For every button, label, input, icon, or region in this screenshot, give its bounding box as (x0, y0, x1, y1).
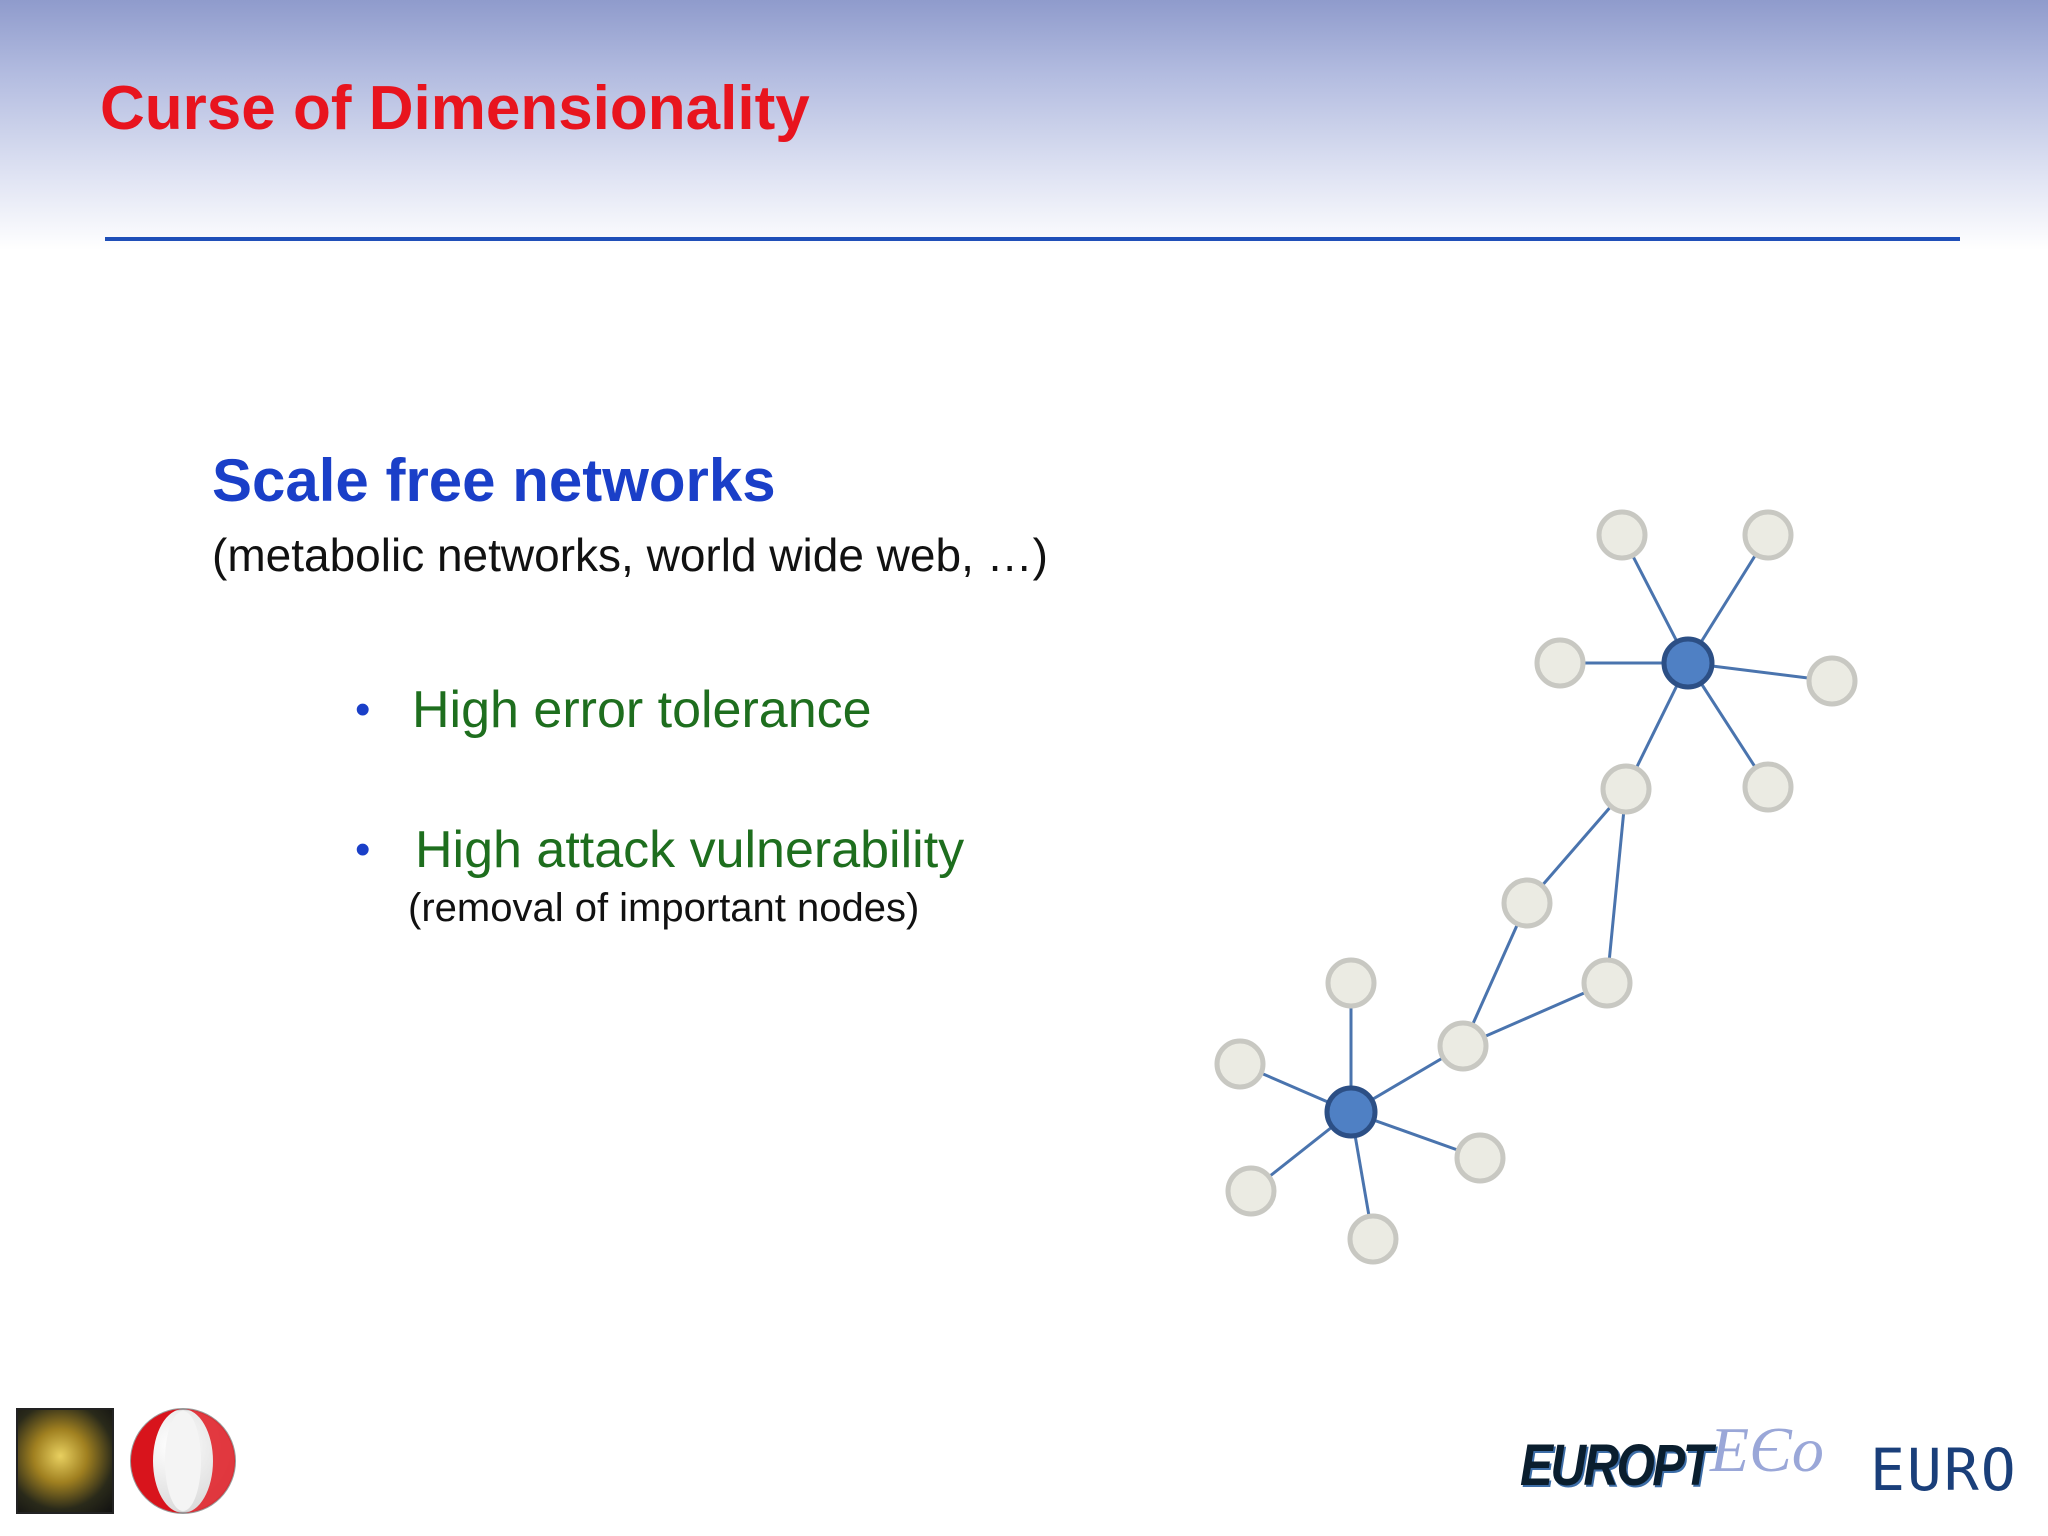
bullet-text: High error tolerance (412, 681, 872, 739)
header-band (0, 0, 2048, 250)
hub-node (1661, 636, 1715, 690)
network-node (1581, 957, 1633, 1009)
network-node (1225, 1165, 1277, 1217)
network-node (1214, 1038, 1266, 1090)
bullet-text: High attack vulnerability (415, 821, 965, 879)
bullet-note: (removal of important nodes) (408, 886, 920, 930)
hub-node (1324, 1085, 1378, 1139)
edge (1461, 902, 1529, 1047)
network-node (1534, 637, 1586, 689)
section-heading: Scale free networks (212, 447, 776, 514)
network-node (1501, 877, 1553, 929)
slide-title: Curse of Dimensionality (100, 74, 810, 143)
network-node (1600, 763, 1652, 815)
network-node (1454, 1132, 1506, 1184)
europt-logo: EUROPT (1520, 1433, 1713, 1498)
network-nodes (1214, 509, 1858, 1265)
network-node (1742, 509, 1794, 561)
examples-text: (metabolic networks, world wide web, …) (212, 529, 1048, 581)
edge (1462, 981, 1608, 1048)
network-node (1596, 509, 1648, 561)
network-node (1806, 655, 1858, 707)
network-node (1347, 1213, 1399, 1265)
network-node (1437, 1020, 1489, 1072)
edge (1605, 788, 1628, 984)
network-node (1325, 957, 1377, 1009)
euro-working-group-logo: EЄo (1710, 1414, 1824, 1485)
euro-logo: EURO (1870, 1436, 2018, 1504)
sphere-logo (130, 1408, 236, 1514)
title-rule (105, 237, 1960, 241)
network-node (1742, 761, 1794, 813)
emblem-logo (16, 1408, 114, 1514)
bullet-dot: • (355, 685, 371, 734)
bullet-dot: • (355, 825, 371, 874)
